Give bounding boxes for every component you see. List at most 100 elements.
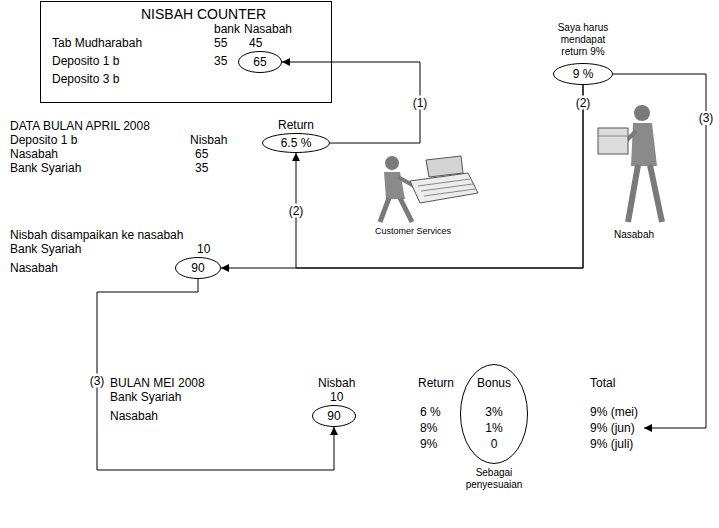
text-holder: 45 [249,36,262,50]
label-holder: Nasabah [614,228,654,242]
label-holder: 9% (juli) [590,437,633,451]
value-ellipse: 90 [312,405,356,427]
node-text: 6.5 % [281,136,312,150]
label-holder: 9% (jun) [590,421,635,435]
customer-figure [598,105,662,222]
label-holder: Nasabah [110,409,158,423]
table-cell: Nasabah [110,409,158,423]
node-text: Nasabah [244,22,292,36]
label-holder: BULAN MEI 2008 [110,376,205,390]
text-holder: Deposito 1 b [52,54,119,68]
connector-group [97,62,583,470]
figure-leg [380,198,389,222]
label-holder: Nasabah [10,261,58,275]
ellipse-outline [176,258,221,279]
node-text: Tab Mudharabah [52,36,142,50]
text-holder: 55 [214,36,227,50]
ellipse-outline [461,365,528,464]
table-cell: 10 [197,242,210,256]
ellipse-outline [263,134,330,153]
text-holder: 3% [460,405,528,419]
table-box: NISBAH COUNTERbank NasabahTab Mudharabah 5… [40,1,332,103]
label-holder: DATA BULAN APRIL 2008 [10,119,150,133]
node-text: 90 [327,409,340,423]
figure-caption: Customer Services [375,226,451,236]
node-text: 90 [191,261,204,275]
label-holder: 9% [420,437,437,451]
device-keyboard [410,173,478,203]
node-text: Return [278,118,314,132]
value-ellipse: Return6.5 % [262,133,330,153]
node-text: 3% [485,405,502,419]
value-ellipse: 90 [175,257,221,279]
heading: BULAN MEI 2008 [110,376,205,390]
node-text: 55 [214,36,227,50]
result-arrow [613,74,706,428]
table-cell: Deposito 1 b [10,133,77,147]
node-text: 65 [253,55,266,69]
text-holder: 90 [312,409,356,423]
label-holder: 9% (mei) [590,405,638,419]
table-cell: Nasabah [10,261,58,275]
table-cell: Total [590,376,615,390]
text-holder: 90 [175,261,221,275]
value-ellipse: 65 [238,51,282,73]
label-holder: Sebagai penyesuaian [454,467,534,491]
table-cell: Bank Syariah [110,390,181,404]
node-text: 1% [485,421,502,435]
label-holder: 10 [330,390,343,404]
value-ellipse: Bonus3%1%0 [460,364,528,464]
table-cell: 9% (mei) [590,405,638,419]
label-holder: Customer Services [375,224,451,238]
text-holder: 9 % [553,67,613,81]
node-text: Saya harus mendapat return 9% [558,22,609,57]
callout-number: (3) [697,111,716,125]
figure-leg [650,165,662,222]
device-screen [426,156,463,177]
callout-number: (2) [574,96,593,110]
heading: DATA BULAN APRIL 2008 [10,119,150,133]
table-cell: 9% (jun) [590,421,635,435]
flow-arrow [221,85,583,268]
text-holder: Tab Mudharabah [52,36,142,50]
label-holder: 65 [195,147,208,161]
figure-head [385,156,399,170]
ellipse-outline [313,406,356,427]
label-holder: 8% [420,421,437,435]
ellipse-outline [554,64,613,85]
text-holder: 65 [238,55,282,69]
figure-head [634,105,650,121]
table-cell: Nisbah [318,376,355,390]
text-holder: bank [214,22,240,36]
figure-body [384,172,405,199]
text-holder: Deposito 3 b [52,72,119,86]
table-cell: 8% [420,421,437,435]
node-text: 9 % [573,67,594,81]
table-cell: Nasabah [10,147,58,161]
figure-leg [628,165,638,222]
edge-label-holder: (2) [574,97,593,110]
label-holder: Return [418,376,454,390]
carried-box [598,128,628,154]
table-cell: Nisbah [190,133,227,147]
label-holder: 35 [195,161,208,175]
text-holder: Return [262,118,330,132]
figure-caption: Nasabah [614,229,654,240]
node-text: 45 [249,36,262,50]
label-holder: Total [590,376,615,390]
label-holder: Bank Syariah [110,390,181,404]
label-holder: Nasabah [10,147,58,161]
label-holder: Nisbah disampaikan ke nasabah [10,228,183,242]
box-line [598,136,628,137]
note: Sebagai penyesuaian [466,467,523,490]
label-holder: (3) [697,111,716,125]
text-holder: NISBAH COUNTER [141,7,266,21]
label-holder: Bank Syariah [10,242,81,256]
device-keys [418,179,475,196]
node-text: 35 [214,54,227,68]
label-holder: Nisbah [190,133,227,147]
label-holder: 6 % [420,405,441,419]
table-cell: Bank Syariah [10,161,81,175]
heading: Nisbah disampaikan ke nasabah [10,228,183,242]
